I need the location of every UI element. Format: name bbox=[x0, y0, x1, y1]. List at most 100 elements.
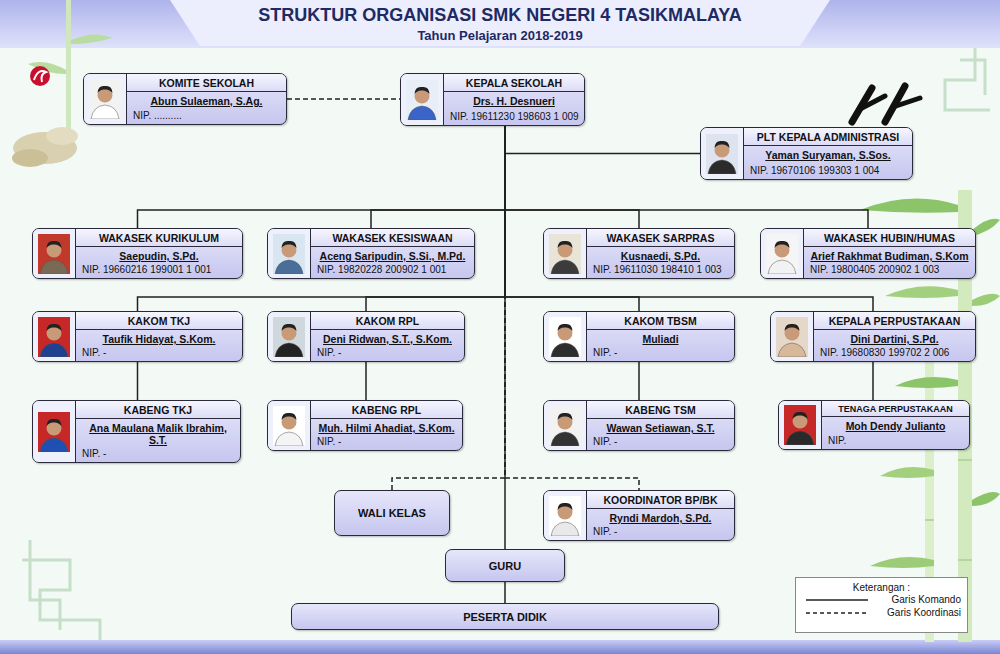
person-name: Deni Ridwan, S.T., S.Kom. bbox=[311, 330, 464, 346]
graphic-shape bbox=[282, 412, 297, 419]
graphic-shape bbox=[282, 240, 297, 247]
lattice-line bbox=[960, 60, 985, 95]
card-heading: KAKOM RPL bbox=[311, 312, 464, 330]
bamboo-stalk bbox=[66, 0, 71, 140]
graphic-shape bbox=[38, 234, 70, 274]
graphic-shape bbox=[275, 343, 303, 357]
person-card: KOORDINATOR BP/BKRyndi Mardoh, S.Pd.NIP.… bbox=[543, 490, 735, 541]
legend-sample bbox=[806, 610, 868, 616]
command-line bbox=[137, 362, 139, 400]
photo-frame bbox=[84, 74, 127, 124]
card-body: WAKASEK HUBIN/HUMASArief Rakhmat Budiman… bbox=[804, 229, 975, 278]
graphic-shape bbox=[766, 234, 798, 274]
legend-heading: Keterangan : bbox=[796, 582, 967, 593]
graphic-shape bbox=[273, 317, 305, 357]
card-heading: KABENG TKJ bbox=[76, 401, 240, 419]
person-name: Ana Maulana Malik Ibrahim, S.T. bbox=[76, 419, 240, 447]
rock bbox=[12, 149, 48, 167]
graphic-shape bbox=[785, 323, 800, 330]
lattice-line bbox=[945, 48, 990, 110]
graphic-shape bbox=[708, 160, 736, 174]
command-line bbox=[371, 126, 505, 228]
photo-frame bbox=[268, 312, 311, 361]
graphic-shape bbox=[549, 317, 581, 357]
photo-frame bbox=[544, 312, 587, 361]
graphic-shape bbox=[775, 240, 790, 247]
graphic-shape bbox=[549, 406, 581, 446]
id-number: NIP. 19670106 199303 1 004 bbox=[744, 164, 912, 179]
command-line bbox=[504, 582, 506, 603]
card-heading: TENAGA PERPUSTAKAAN bbox=[822, 401, 969, 417]
person-card: KAKOM TBSMMuliadiNIP. - bbox=[543, 311, 735, 362]
card-body: WAKASEK KESISWAANAceng Saripudin, S.Si.,… bbox=[311, 229, 474, 278]
graphic-shape bbox=[786, 431, 814, 445]
person-name: Muliadi bbox=[587, 330, 734, 346]
person-name: Aceng Saripudin, S.Si., M.Pd. bbox=[311, 247, 474, 263]
graphic-shape bbox=[549, 406, 581, 446]
card-heading: KABENG RPL bbox=[311, 401, 462, 419]
graphic-shape bbox=[98, 86, 113, 93]
photo-frame bbox=[33, 312, 76, 361]
graphic-shape bbox=[784, 405, 816, 445]
card-body: KOMITE SEKOLAHAbun Sulaeman, S.Ag.NIP. .… bbox=[127, 74, 286, 124]
title-box: WALI KELAS bbox=[334, 490, 450, 536]
photo-frame bbox=[761, 229, 804, 278]
card-heading: KEPALA PERPUSTAKAAN bbox=[814, 312, 975, 330]
command-line bbox=[365, 362, 367, 400]
person-name: Ryndi Mardoh, S.Pd. bbox=[587, 509, 734, 525]
graphic-shape bbox=[551, 522, 579, 536]
graphic-shape bbox=[558, 412, 573, 419]
card-heading: PLT KEPALA ADMINISTRASI bbox=[744, 128, 912, 146]
card-body: KOORDINATOR BP/BKRyndi Mardoh, S.Pd.NIP.… bbox=[587, 491, 734, 540]
id-number: NIP. 19611030 198410 1 003 bbox=[587, 263, 734, 278]
card-heading: WAKASEK KESISWAAN bbox=[311, 229, 474, 247]
graphic-shape bbox=[38, 317, 70, 357]
photo-frame bbox=[544, 401, 587, 450]
graphic-shape bbox=[784, 405, 816, 445]
graphic-shape bbox=[89, 79, 121, 119]
card-body: KAKOM RPLDeni Ridwan, S.T., S.Kom.NIP. - bbox=[311, 312, 464, 361]
card-body: KABENG TKJAna Maulana Malik Ibrahim, S.T… bbox=[76, 401, 240, 462]
id-number: NIP. - bbox=[76, 346, 242, 361]
graphic-shape bbox=[551, 260, 579, 274]
graphic-shape bbox=[406, 80, 438, 120]
person-card: WAKASEK KESISWAANAceng Saripudin, S.Si.,… bbox=[267, 228, 475, 279]
card-body: PLT KEPALA ADMINISTRASIYaman Suryaman, S… bbox=[744, 128, 912, 179]
graphic-shape bbox=[768, 260, 796, 274]
graphic-shape bbox=[793, 412, 808, 419]
graphic-shape bbox=[549, 317, 581, 357]
person-card: PLT KEPALA ADMINISTRASIYaman Suryaman, S… bbox=[700, 127, 913, 180]
person-name: Saepudin, S.Pd. bbox=[76, 247, 242, 263]
card-heading: WAKASEK HUBIN/HUMAS bbox=[804, 229, 975, 247]
graphic-shape bbox=[47, 240, 62, 247]
command-line bbox=[505, 126, 639, 228]
card-body: WAKASEK KURIKULUMSaepudin, S.Pd.NIP. 196… bbox=[76, 229, 242, 278]
legend-text: Garis Koordinasi bbox=[887, 607, 961, 618]
graphic-shape bbox=[415, 86, 430, 93]
person-name: Wawan Setiawan, S.T. bbox=[587, 419, 734, 435]
legend-box: Keterangan :Garis KomandoGaris Koordinas… bbox=[795, 577, 968, 633]
graphic-shape bbox=[282, 323, 297, 330]
chart-subtitle: Tahun Pelajaran 2018-2019 bbox=[0, 28, 1000, 43]
graphic-shape bbox=[89, 79, 121, 119]
graphic-shape bbox=[40, 438, 68, 452]
graphic-shape bbox=[558, 323, 573, 330]
bamboo-leaf bbox=[972, 294, 1000, 306]
command-line bbox=[504, 126, 506, 549]
id-number: NIP. 19820228 200902 1 001 bbox=[311, 263, 474, 278]
graphic-shape bbox=[551, 343, 579, 357]
photo-frame bbox=[701, 128, 744, 179]
graphic-shape bbox=[40, 260, 68, 274]
graphic-shape bbox=[776, 317, 808, 357]
photo-frame bbox=[544, 229, 587, 278]
card-body: KAKOM TBSMMuliadiNIP. - bbox=[587, 312, 734, 361]
rock bbox=[46, 127, 78, 145]
graphic-shape bbox=[273, 317, 305, 357]
id-number: NIP. - bbox=[587, 435, 734, 450]
person-card: KOMITE SEKOLAHAbun Sulaeman, S.Ag.NIP. .… bbox=[83, 73, 287, 125]
card-heading: KOMITE SEKOLAH bbox=[127, 74, 286, 92]
card-body: KABENG TSMWawan Setiawan, S.T.NIP. - bbox=[587, 401, 734, 450]
graphic-shape bbox=[273, 234, 305, 274]
card-body: KEPALA SEKOLAHDrs. H. DesnueriNIP. 19611… bbox=[444, 74, 584, 125]
